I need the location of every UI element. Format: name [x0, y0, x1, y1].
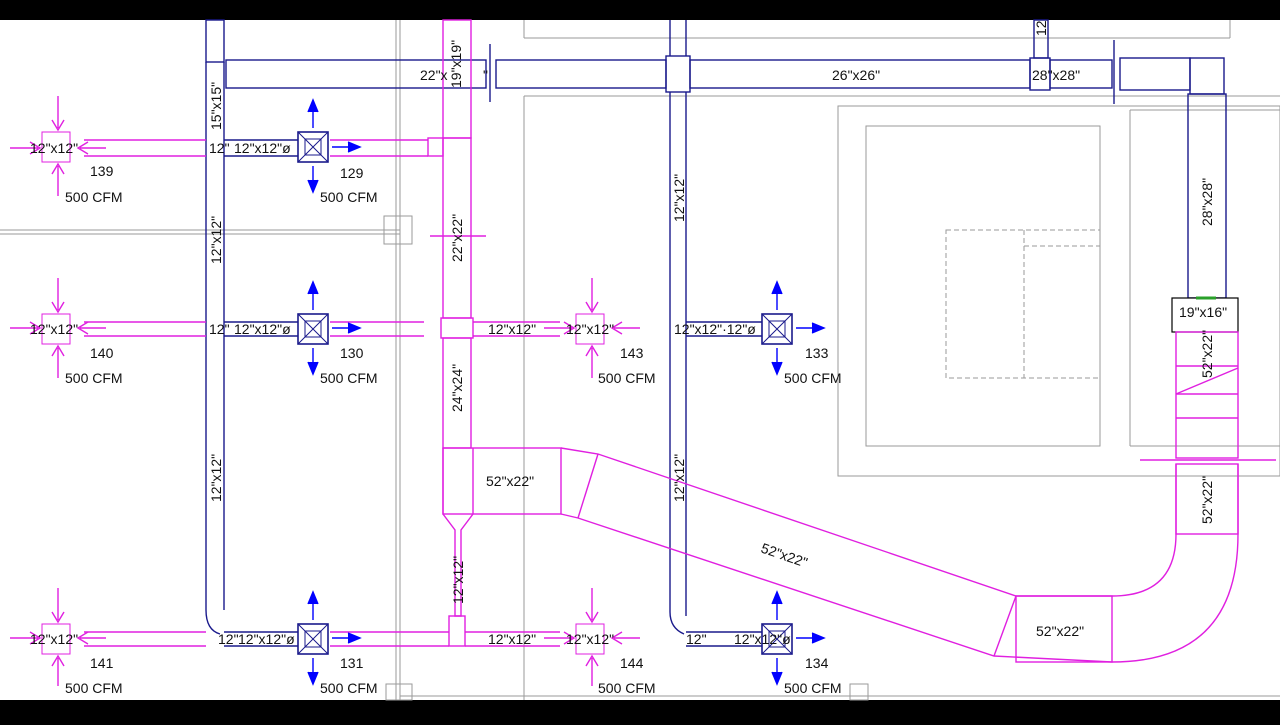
return-duct-52-b: [1015, 595, 1113, 663]
supply-duct-left-top: [205, 19, 225, 63]
branch-label-right-3b: 12"x12"ø: [734, 631, 791, 647]
vlabel-main-upper: 22"x22": [449, 214, 465, 262]
return-duct-riser-low: [1175, 463, 1239, 535]
vlabel-left-low: 12"x12": [208, 454, 224, 502]
top-duct-label-e: 12: [1033, 20, 1049, 36]
return-grille-140[interactable]: [10, 278, 106, 378]
branch-label-left-1: 12": [209, 140, 230, 156]
return-grille-141[interactable]: [10, 588, 106, 686]
top-duct-label-d: 28"x28": [1032, 67, 1080, 83]
branch-label-row-2: 12"x12"ø: [234, 321, 291, 337]
supply-duct-top-28: [1049, 59, 1113, 89]
diffuser-cfm-129: 500 CFM: [320, 189, 378, 205]
return-duct-riser-up: [1175, 331, 1239, 459]
branch-label-mid-2: 12"x12": [488, 321, 536, 337]
vlabel-left-mid: 12"x12": [208, 216, 224, 264]
grille-cfm-140: 500 CFM: [65, 370, 123, 386]
diffuser-id-133: 133: [805, 345, 829, 361]
diffuser-id-130: 130: [340, 345, 364, 361]
top-duct-label-a: 22"x: [420, 67, 448, 83]
branch-label-row-1: 12"x12"ø: [234, 140, 291, 156]
supply-diffuser-133[interactable]: [761, 280, 826, 376]
diffuser-cfm-133: 500 CFM: [784, 370, 842, 386]
top-duct-label-b: 19"x19": [448, 40, 464, 88]
vlabel-right-low: 12"x12": [671, 454, 687, 502]
vlabel-riser-low: 52"x22": [1199, 476, 1215, 524]
grille-size-139: 12"x12": [30, 140, 78, 156]
branch-label-left-2: 12": [209, 321, 230, 337]
supply-diffuser-130[interactable]: [297, 280, 362, 376]
grille-id-143: 143: [620, 345, 644, 361]
supply-duct-top-west: [225, 59, 487, 89]
diffuser-id-131: 131: [340, 655, 364, 671]
grille-size-144: 12"x12": [566, 631, 614, 647]
supply-diffuser-134[interactable]: [761, 590, 826, 686]
top-duct-label-c: 26"x26": [832, 67, 880, 83]
diffuser-id-129: 129: [340, 165, 364, 181]
return-duct-52-a: [442, 447, 562, 515]
vlabel-riser-mid: 52"x22": [1199, 330, 1215, 378]
ceiling-outline: [945, 229, 1101, 379]
top-duct-label-a2: ": [483, 67, 488, 83]
supply-diffuser-129[interactable]: [297, 98, 362, 194]
grille-cfm-144: 500 CFM: [598, 680, 656, 696]
drawing-sheet: [0, 20, 1280, 700]
grille-cfm-139: 500 CFM: [65, 189, 123, 205]
transition-label: 19"x16": [1179, 304, 1227, 320]
return-ducts: [84, 19, 1276, 663]
return-duct-elbow: [1111, 464, 1239, 663]
walls: [0, 20, 1280, 701]
vlabel-left-upper: 15"x15": [208, 82, 224, 130]
supply-diffuser-131[interactable]: [297, 590, 362, 686]
supply-ducts: [205, 19, 1227, 647]
grille-id-139: 139: [90, 163, 114, 179]
diffuser-cfm-131: 500 CFM: [320, 680, 378, 696]
vlabel-right-upper: 12"x12": [671, 174, 687, 222]
return-grille-139[interactable]: [10, 96, 106, 196]
grille-size-140: 12"x12": [30, 321, 78, 337]
grille-size-143: 12"x12": [566, 321, 614, 337]
grille-id-140: 140: [90, 345, 114, 361]
branch-label-left-3: 12": [218, 631, 239, 647]
supply-duct-right-riser: [669, 92, 687, 635]
grille-id-144: 144: [620, 655, 644, 671]
branch-label-right-2: 12"x12"·12"ø: [674, 321, 756, 337]
return-grille-143[interactable]: [544, 278, 640, 378]
vlabel-main-low: 12"x12": [450, 556, 466, 604]
diffuser-id-134: 134: [805, 655, 829, 671]
vlabel-main-mid: 24"x24": [449, 364, 465, 412]
diffuser-cfm-130: 500 CFM: [320, 370, 378, 386]
grille-id-141: 141: [90, 655, 114, 671]
return-label-a: 52"x22": [486, 473, 534, 489]
return-label-c: 52"x22": [1036, 623, 1084, 639]
grille-cfm-141: 500 CFM: [65, 680, 123, 696]
branch-label-row-3: 12"x12"ø: [238, 631, 295, 647]
diffuser-cfm-134: 500 CFM: [784, 680, 842, 696]
grille-cfm-143: 500 CFM: [598, 370, 656, 386]
branch-label-right-3a: 12": [686, 631, 707, 647]
grille-size-141: 12"x12": [30, 631, 78, 647]
return-grille-144[interactable]: [544, 588, 640, 686]
vlabel-riser-upper: 28"x28": [1199, 178, 1215, 226]
branch-label-mid-3: 12"x12": [488, 631, 536, 647]
